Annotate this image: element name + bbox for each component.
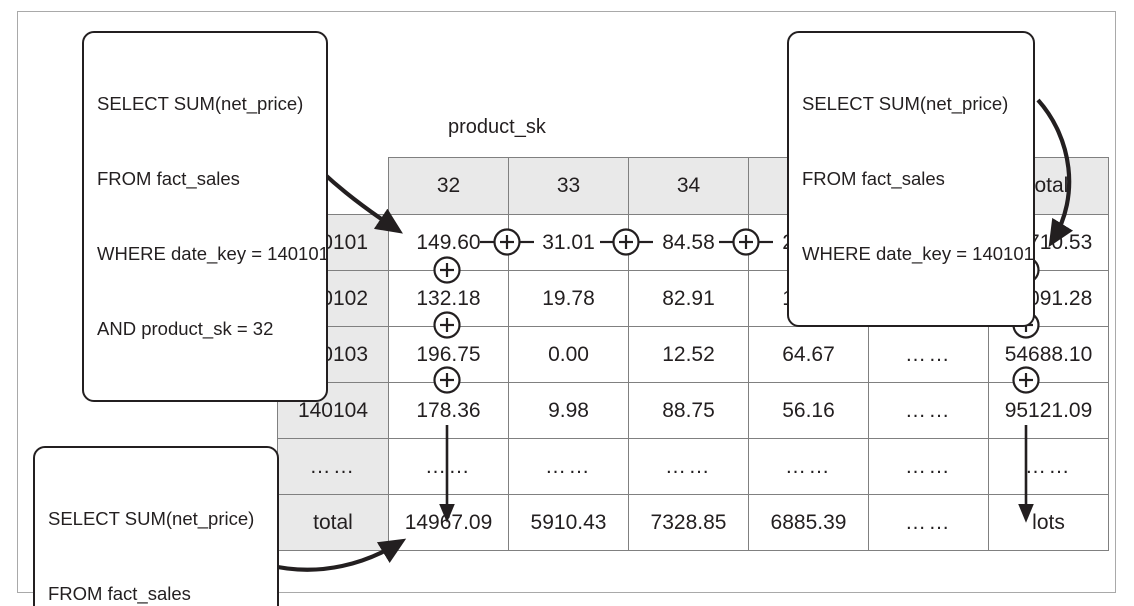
callout-line: FROM fact_sales <box>802 168 945 189</box>
figure-border <box>17 11 1116 593</box>
axis-label-product-sk: product_sk <box>448 116 546 138</box>
cell-0-2: 84.58 <box>628 214 749 271</box>
cell-2-0: 196.75 <box>388 326 509 383</box>
cell-5-4: …… <box>868 494 989 551</box>
cell-2-3: 64.67 <box>748 326 869 383</box>
cell-3-0: 178.36 <box>388 382 509 439</box>
cell-4-4: …… <box>868 438 989 495</box>
cell-2-1: 0.00 <box>508 326 629 383</box>
cell-3-5: 95121.09 <box>988 382 1109 439</box>
cell-2-2: 12.52 <box>628 326 749 383</box>
callout-line: SELECT SUM(net_price) <box>97 93 304 114</box>
cell-5-1: 5910.43 <box>508 494 629 551</box>
callout-line: FROM fact_sales <box>48 583 191 604</box>
cell-5-3: 6885.39 <box>748 494 869 551</box>
column-header-2: 34 <box>628 157 749 215</box>
table-row: 140103 196.75 0.00 12.52 64.67 …… 54688.… <box>277 326 1109 383</box>
cell-1-2: 82.91 <box>628 270 749 327</box>
cell-4-3: …… <box>748 438 869 495</box>
cell-4-1: …… <box>508 438 629 495</box>
callout-line: WHERE date_key = 140101 <box>802 243 1034 264</box>
column-header-1: 33 <box>508 157 629 215</box>
cell-2-5: 54688.10 <box>988 326 1109 383</box>
cell-2-4: …… <box>868 326 989 383</box>
row-header-5: total <box>277 494 389 551</box>
cell-5-0: 14967.09 <box>388 494 509 551</box>
table-row: 140104 178.36 9.98 88.75 56.16 …… 95121.… <box>277 382 1109 439</box>
cell-4-2: …… <box>628 438 749 495</box>
cell-5-2: 7328.85 <box>628 494 749 551</box>
cell-3-4: …… <box>868 382 989 439</box>
callout-query-row-total: SELECT SUM(net_price) FROM fact_sales WH… <box>787 31 1035 327</box>
cell-3-1: 9.98 <box>508 382 629 439</box>
cell-3-2: 88.75 <box>628 382 749 439</box>
callout-line: WHERE date_key = 140101 <box>97 243 329 264</box>
cell-4-5: …… <box>988 438 1109 495</box>
cell-0-1: 31.01 <box>508 214 629 271</box>
cell-0-0: 149.60 <box>388 214 509 271</box>
callout-line: SELECT SUM(net_price) <box>48 508 255 529</box>
column-header-0: 32 <box>388 157 509 215</box>
callout-query-column-total: SELECT SUM(net_price) FROM fact_sales WH… <box>33 446 279 606</box>
cell-4-0: …… <box>388 438 509 495</box>
callout-line: FROM fact_sales <box>97 168 240 189</box>
cell-1-1: 19.78 <box>508 270 629 327</box>
cell-5-5: lots <box>988 494 1109 551</box>
cell-3-3: 56.16 <box>748 382 869 439</box>
callout-line: SELECT SUM(net_price) <box>802 93 1009 114</box>
cell-1-0: 132.18 <box>388 270 509 327</box>
table-row: …… …… …… …… …… …… …… <box>277 438 1109 495</box>
row-header-4: …… <box>277 438 389 495</box>
table-row: total 14967.09 5910.43 7328.85 6885.39 …… <box>277 494 1109 551</box>
callout-query-cell: SELECT SUM(net_price) FROM fact_sales WH… <box>82 31 329 402</box>
callout-line: AND product_sk = 32 <box>97 318 274 339</box>
